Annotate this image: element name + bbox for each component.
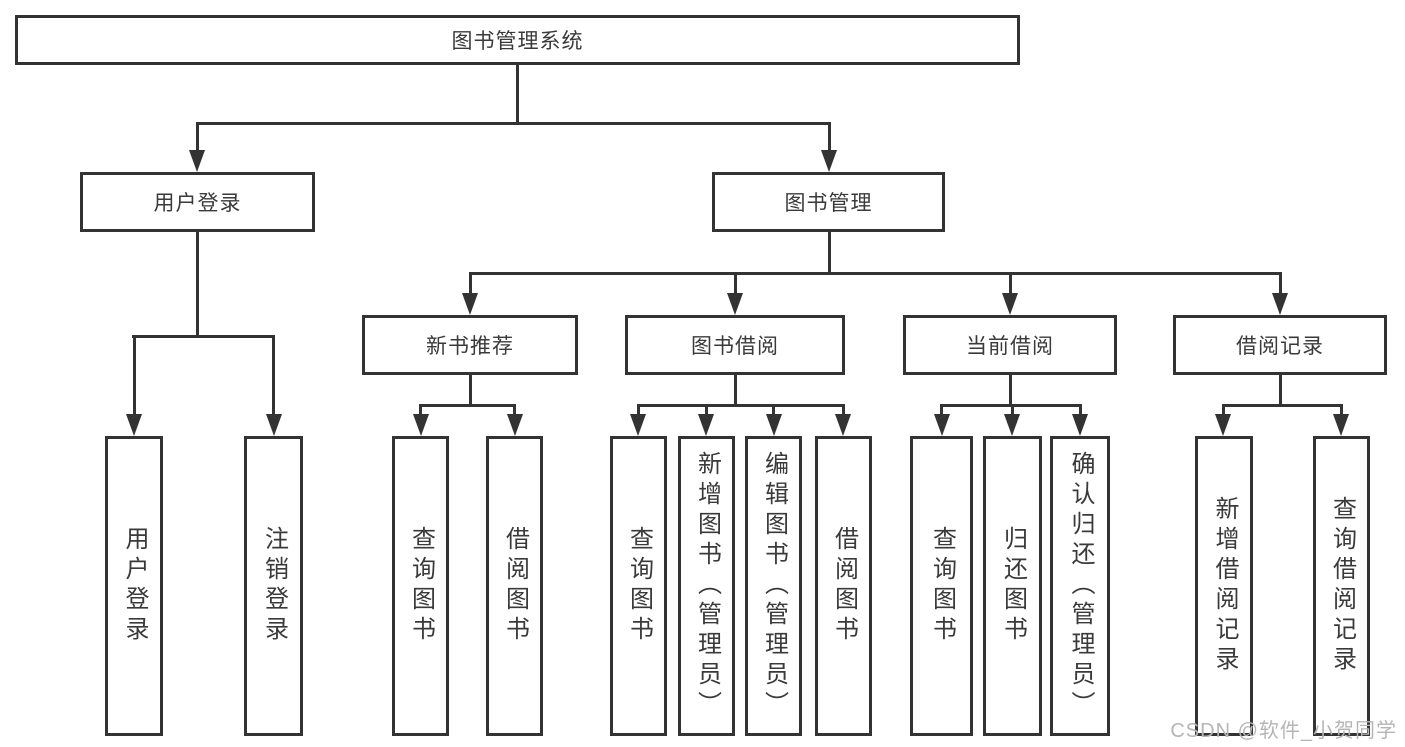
leaf-return-books: 归还图书 bbox=[983, 436, 1042, 736]
leaf-label: 借阅图书 bbox=[830, 526, 858, 646]
leaf-query-books-borrow: 查询图书 bbox=[610, 436, 667, 736]
node-new-book-recommend: 新书推荐 bbox=[362, 315, 578, 375]
arrow-down-icon bbox=[766, 414, 782, 436]
connector-line bbox=[419, 404, 422, 417]
connector-line bbox=[419, 404, 516, 407]
leaf-query-books-current: 查询图书 bbox=[910, 436, 973, 736]
arrow-down-icon bbox=[189, 150, 205, 172]
connector-line bbox=[827, 122, 831, 154]
connector-line bbox=[637, 404, 640, 417]
node-current-borrow: 当前借阅 bbox=[903, 315, 1117, 375]
connector-line bbox=[733, 375, 737, 406]
arrow-down-icon bbox=[1333, 414, 1349, 436]
leaf-query-borrow-record: 查询借阅记录 bbox=[1313, 436, 1370, 736]
leaf-label: 归还图书 bbox=[999, 526, 1027, 646]
leaf-label: 新增图书（管理员） bbox=[693, 451, 721, 721]
arrow-down-icon bbox=[727, 293, 743, 315]
leaf-borrow-books: 借阅图书 bbox=[815, 436, 872, 736]
arrow-down-icon bbox=[934, 414, 950, 436]
arrow-down-icon bbox=[698, 414, 714, 436]
arrow-down-icon bbox=[1072, 414, 1088, 436]
watermark: CSDN @软件_小贺同学 bbox=[1170, 720, 1397, 742]
arrow-down-icon bbox=[1002, 293, 1018, 315]
node-borrow-records: 借阅记录 bbox=[1173, 315, 1387, 375]
connector-line bbox=[1008, 375, 1012, 406]
connector-line bbox=[733, 272, 737, 296]
node-book-management: 图书管理 bbox=[712, 172, 945, 232]
leaf-add-book-admin: 新增图书（管理员） bbox=[678, 436, 735, 736]
node-label: 用户登录 bbox=[153, 192, 242, 215]
node-label: 图书借阅 bbox=[691, 335, 779, 358]
connector-line bbox=[1278, 272, 1282, 296]
connector-line bbox=[196, 122, 831, 125]
connector-line bbox=[195, 122, 199, 154]
connector-line bbox=[940, 404, 1081, 407]
connector-line bbox=[772, 404, 775, 417]
leaf-user-login: 用户登录 bbox=[105, 436, 163, 736]
connector-line bbox=[1222, 404, 1225, 417]
leaf-label: 确认归还（管理员） bbox=[1067, 451, 1094, 721]
connector-line bbox=[195, 232, 199, 338]
leaf-borrow-books-recommend: 借阅图书 bbox=[486, 436, 543, 736]
arrow-down-icon bbox=[413, 414, 429, 436]
connector-line bbox=[132, 335, 136, 417]
connector-line bbox=[1278, 375, 1282, 406]
leaf-label: 查询图书 bbox=[928, 526, 956, 646]
leaf-confirm-return-admin: 确认归还（管理员） bbox=[1050, 436, 1110, 736]
arrow-down-icon bbox=[126, 414, 142, 436]
leaf-label: 查询图书 bbox=[407, 526, 435, 646]
node-label: 借阅记录 bbox=[1236, 335, 1324, 358]
connector-line bbox=[132, 335, 275, 338]
node-label: 新书推荐 bbox=[426, 335, 514, 358]
arrow-down-icon bbox=[630, 414, 646, 436]
connector-line bbox=[1222, 404, 1342, 407]
connector-line bbox=[637, 404, 845, 407]
connector-line bbox=[940, 404, 943, 417]
connector-line bbox=[842, 404, 845, 417]
arrow-down-icon bbox=[1004, 414, 1020, 436]
node-book-borrow: 图书借阅 bbox=[625, 315, 845, 375]
leaf-label: 查询借阅记录 bbox=[1328, 496, 1356, 676]
node-label: 图书管理系统 bbox=[451, 30, 584, 53]
connector-line bbox=[469, 272, 1282, 275]
leaf-label: 新增借阅记录 bbox=[1211, 496, 1238, 676]
connector-line bbox=[1011, 404, 1014, 417]
connector-line bbox=[515, 65, 519, 122]
node-label: 图书管理 bbox=[784, 192, 873, 215]
arrow-down-icon bbox=[507, 414, 523, 436]
connector-line bbox=[272, 335, 275, 417]
arrow-down-icon bbox=[462, 293, 478, 315]
leaf-add-borrow-record: 新增借阅记录 bbox=[1195, 436, 1253, 736]
connector-line bbox=[468, 375, 472, 406]
leaf-label: 用户登录 bbox=[121, 526, 148, 646]
arrow-down-icon bbox=[1272, 293, 1288, 315]
connector-line bbox=[1078, 404, 1082, 417]
arrow-down-icon bbox=[1215, 414, 1231, 436]
node-user-login: 用户登录 bbox=[80, 172, 315, 232]
arrow-down-icon bbox=[821, 150, 837, 172]
connector-line bbox=[827, 232, 831, 275]
leaf-label: 查询图书 bbox=[625, 526, 653, 646]
node-label: 当前借阅 bbox=[966, 335, 1054, 358]
connector-line bbox=[1008, 272, 1012, 296]
connector-line bbox=[1339, 404, 1343, 417]
node-root: 图书管理系统 bbox=[15, 15, 1020, 65]
arrow-down-icon bbox=[835, 414, 851, 436]
connector-line bbox=[705, 404, 708, 417]
leaf-label: 注销登录 bbox=[260, 526, 288, 646]
leaf-logout: 注销登录 bbox=[244, 436, 303, 736]
leaf-label: 编辑图书（管理员） bbox=[760, 451, 788, 721]
connector-line bbox=[513, 404, 516, 417]
leaf-query-books-recommend: 查询图书 bbox=[392, 436, 449, 736]
leaf-label: 借阅图书 bbox=[501, 526, 529, 646]
arrow-down-icon bbox=[266, 414, 282, 436]
connector-line bbox=[468, 272, 472, 296]
leaf-edit-book-admin: 编辑图书（管理员） bbox=[745, 436, 802, 736]
